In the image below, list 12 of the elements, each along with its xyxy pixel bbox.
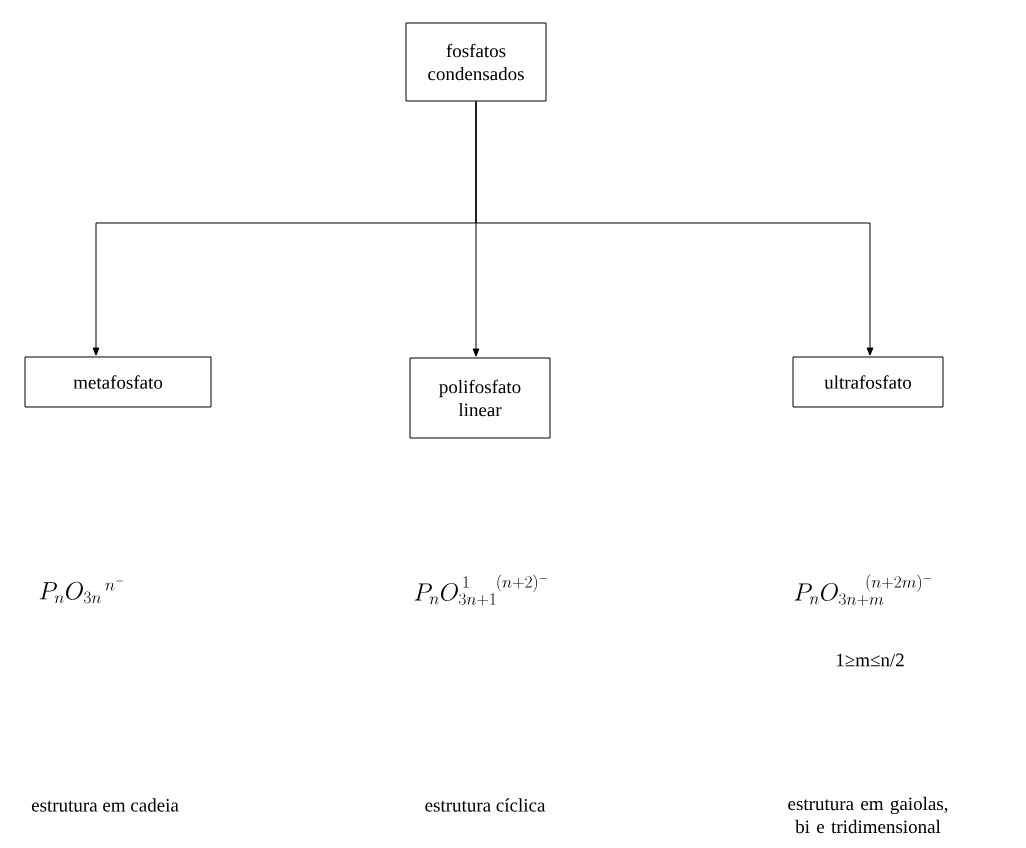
arrow <box>475 101 874 356</box>
category-box: fosfatos condensados <box>405 22 547 102</box>
category-box: polifosfato linear <box>409 357 551 439</box>
formula: $P_nO_{3n}{}^{\,n^-}$ <box>39 580 124 604</box>
caption-text: 1≥m≤n/2 <box>836 653 904 667</box>
formula: $P_nO_{3n+m}^{\quad(n+2m)^-}$ <box>794 574 931 606</box>
caption-text: estrutura cíclica <box>425 798 546 812</box>
category-box: ultrafosfato <box>792 356 944 408</box>
formula: $P_nO_{3n+1}^{\,1\quad (n+2)^-}$ <box>414 574 547 606</box>
caption-text: estrutura em gaiolas, bi e tridimensional <box>788 796 948 834</box>
caption-text: estrutura em cadeia <box>31 798 179 812</box>
category-box: metafosfato <box>24 356 212 408</box>
